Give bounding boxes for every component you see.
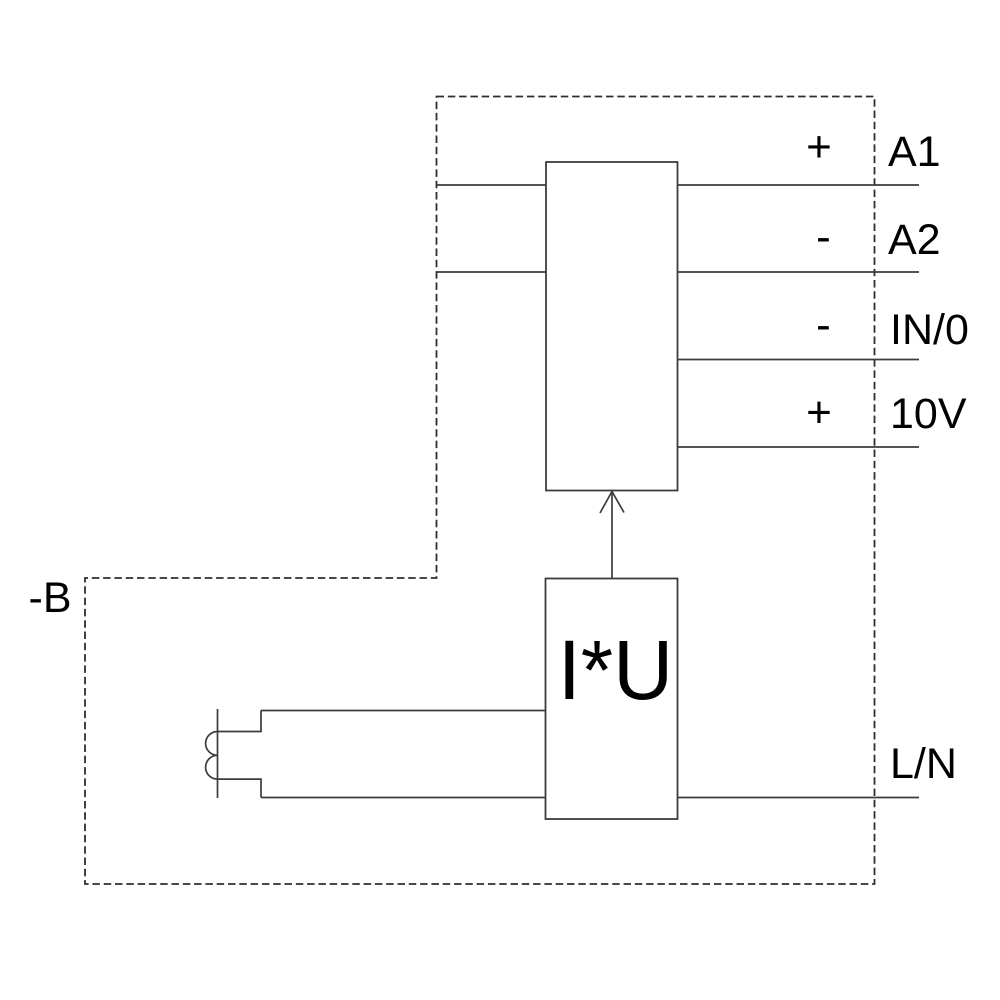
svg-text:IN/0: IN/0 — [890, 306, 969, 354]
svg-text:I*U: I*U — [558, 623, 674, 717]
svg-text:-: - — [816, 301, 831, 350]
svg-text:-B: -B — [29, 574, 72, 622]
svg-text:-: - — [816, 213, 831, 262]
svg-text:+: + — [806, 388, 832, 437]
svg-text:L/N: L/N — [890, 740, 957, 788]
svg-text:10V: 10V — [890, 390, 967, 438]
svg-text:A2: A2 — [888, 216, 941, 264]
svg-text:+: + — [806, 123, 832, 172]
svg-text:A1: A1 — [888, 128, 941, 176]
